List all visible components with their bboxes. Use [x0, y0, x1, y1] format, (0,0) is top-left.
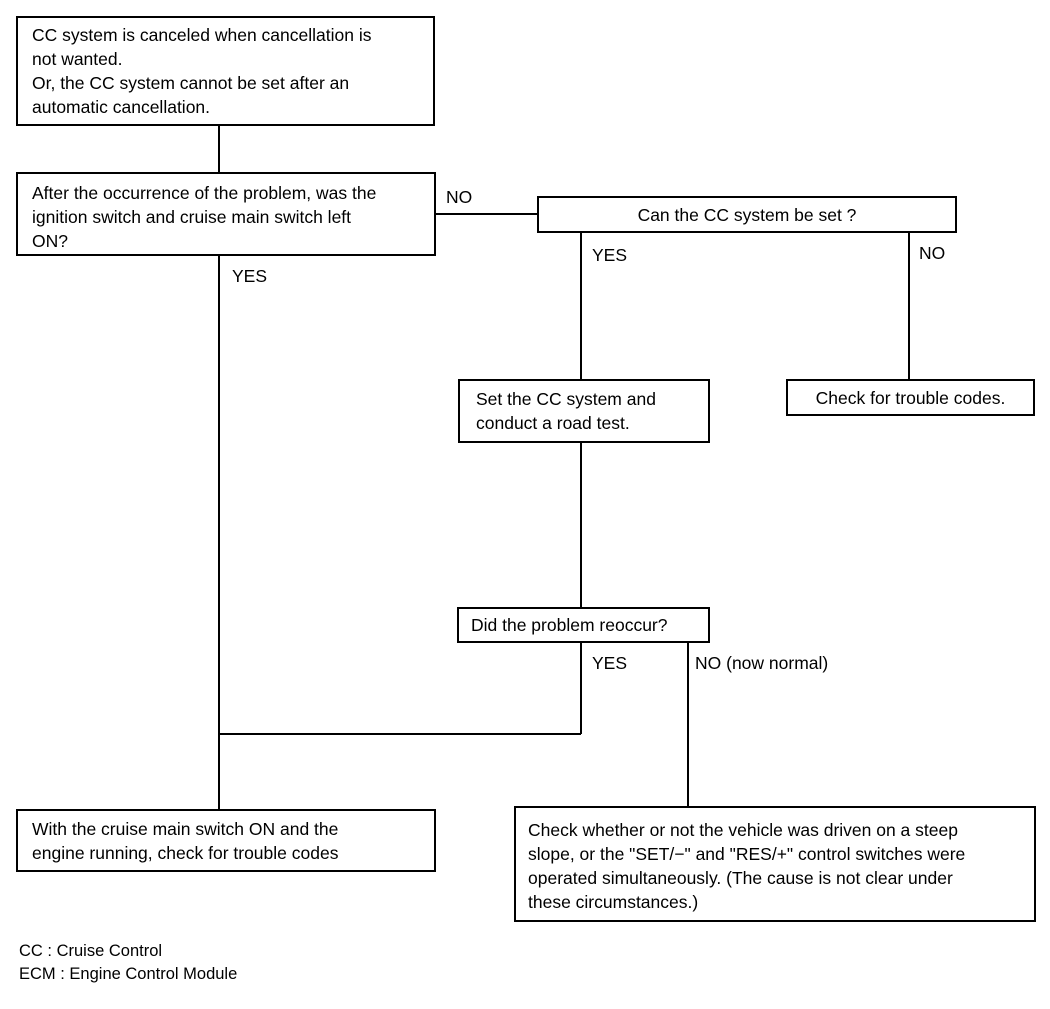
question-can-set-box: Can the CC system be set ?	[537, 196, 957, 233]
q2-no-label: NO	[919, 243, 946, 263]
q1-yes-label: YES	[232, 266, 268, 286]
check-codes-engine-running-box: With the cruise main switch ON and the e…	[16, 809, 436, 872]
question-switch-left-on-box: After the occurrence of the problem, was…	[16, 172, 436, 256]
legend-ecm: ECM : Engine Control Module	[19, 965, 238, 983]
q2-yes-label: YES	[592, 245, 628, 265]
legend-cc: CC : Cruise Control	[19, 942, 163, 960]
set-and-road-test-box: Set the CC system and conduct a road tes…	[458, 379, 710, 443]
check-steep-slope-box: Check whether or not the vehicle was dri…	[514, 806, 1036, 922]
q1-no-label: NO	[446, 187, 473, 207]
q3-no-label: NO (now normal)	[695, 653, 829, 673]
q3-yes-label: YES	[592, 653, 628, 673]
question-problem-reoccur-box: Did the problem reoccur?	[457, 607, 710, 643]
start-box: CC system is canceled when cancellation …	[16, 16, 435, 126]
check-trouble-codes-box: Check for trouble codes.	[786, 379, 1035, 416]
